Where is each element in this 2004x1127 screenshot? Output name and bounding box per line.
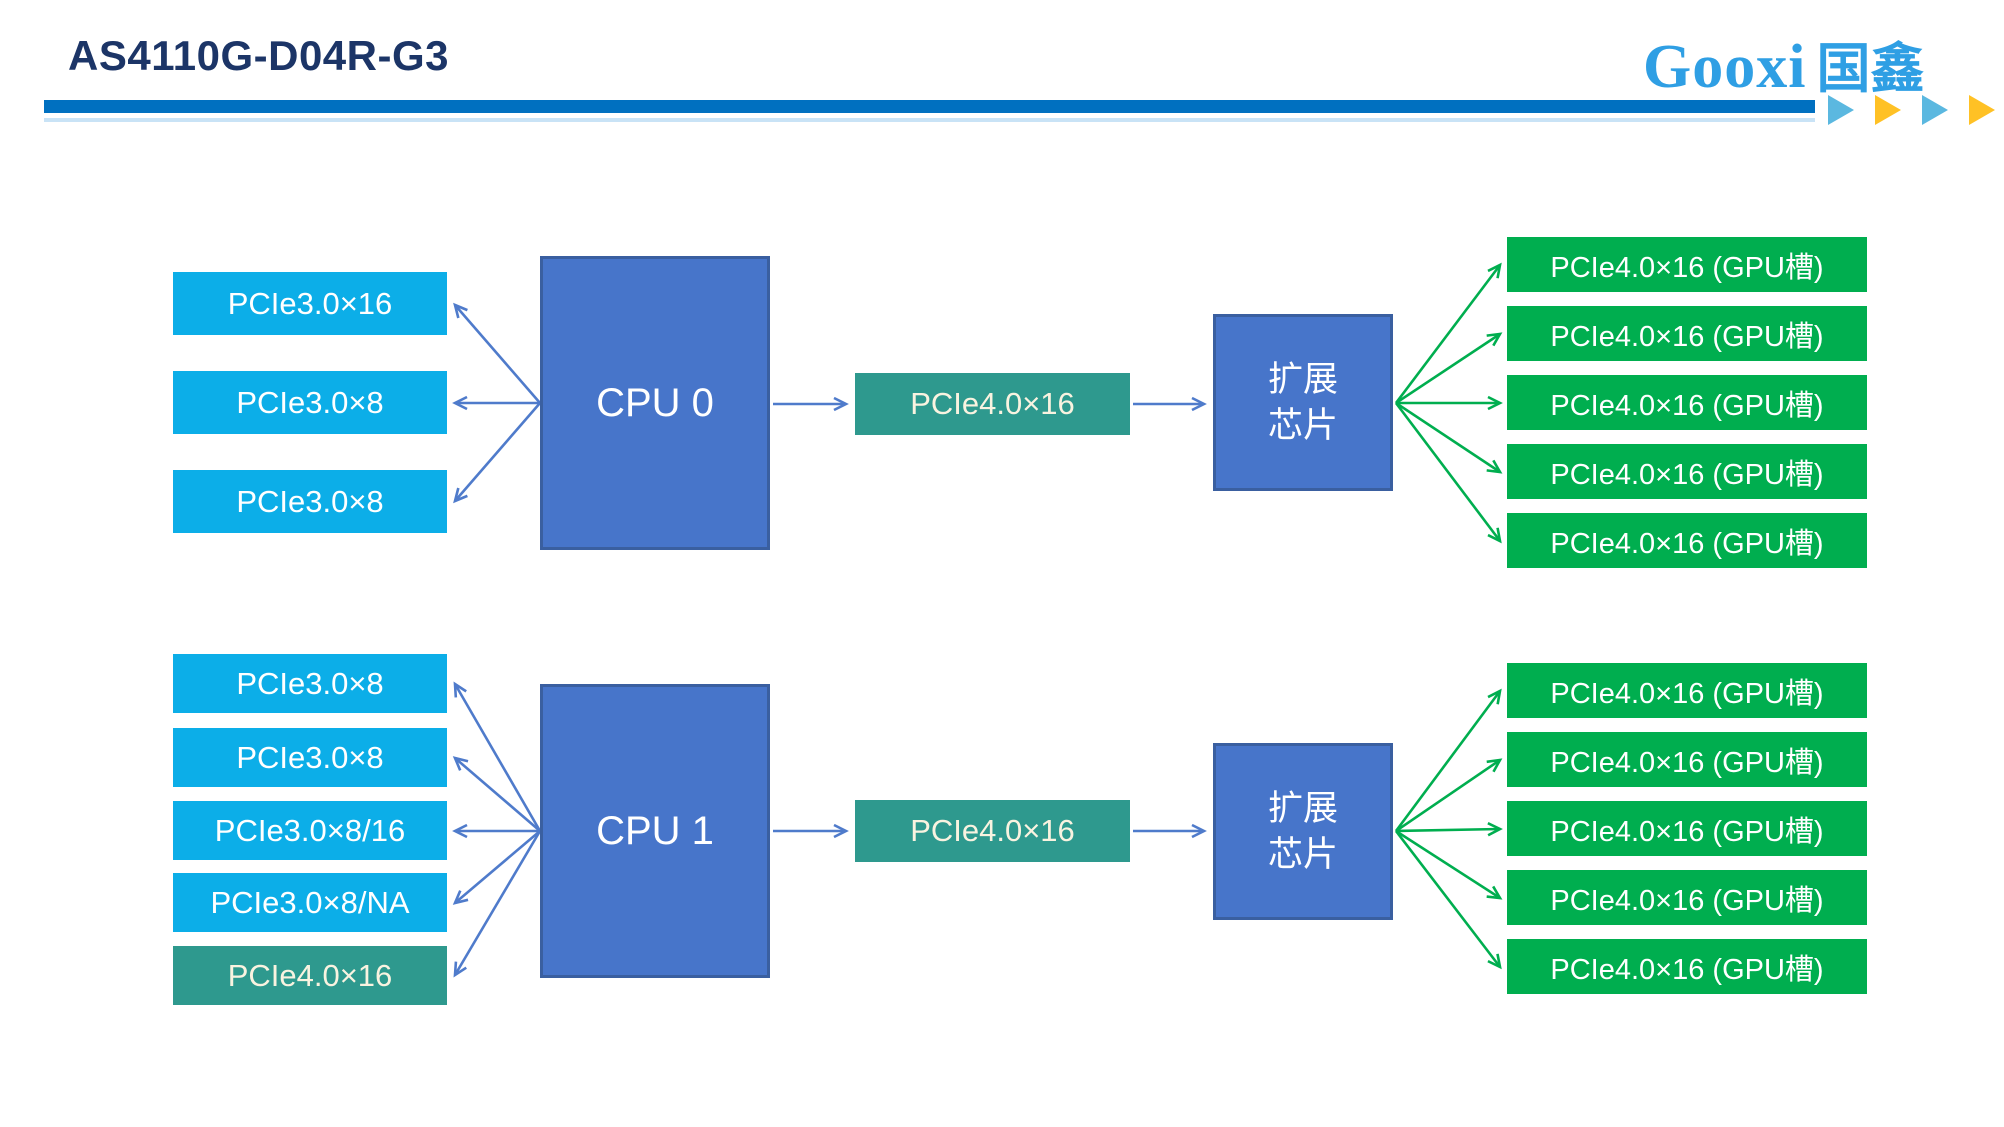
cpu0-box: CPU 0 — [540, 256, 770, 550]
divider-underline — [44, 118, 1815, 122]
gpu-slot-cpu1-3: PCIe4.0×16 (GPU槽) — [1507, 801, 1867, 856]
cpu1-left-arrows — [452, 681, 542, 978]
expander-chip-cpu1-line1: 扩展 — [1267, 789, 1338, 828]
logo-text-cn: 国鑫 — [1816, 39, 1925, 99]
gpu-slot-cpu0-3: PCIe4.0×16 (GPU槽) — [1507, 375, 1867, 430]
triangle-right-icon — [1922, 95, 1948, 125]
gpu-slot-cpu1-4: PCIe4.0×16 (GPU槽) — [1507, 870, 1867, 925]
triangle-right-icon — [1828, 95, 1854, 125]
expander-chip-cpu0: 扩展 芯片 — [1213, 314, 1393, 491]
expander1-gpu-arrows — [1394, 688, 1503, 970]
pcie-slot-cpu1-4: PCIe3.0×8/NA — [173, 873, 447, 932]
page-title: AS4110G-D04R-G3 — [68, 32, 450, 79]
logo-text-en: Gooxi — [1643, 33, 1807, 101]
pcie-slot-cpu1-5: PCIe4.0×16 — [173, 946, 447, 1005]
pcie-slot-cpu1-3: PCIe3.0×8/16 — [173, 801, 447, 860]
pcie-slot-cpu1-2: PCIe3.0×8 — [173, 728, 447, 787]
expander-chip-cpu0-line2: 芯片 — [1267, 405, 1338, 445]
gpu-slot-cpu0-2: PCIe4.0×16 (GPU槽) — [1507, 306, 1867, 361]
pcie-slot-cpu0-1: PCIe3.0×16 — [173, 272, 447, 335]
expander-chip-cpu0-line1: 扩展 — [1267, 360, 1338, 399]
pcie-slot-cpu0-3: PCIe3.0×8 — [173, 470, 447, 533]
cpu1-box: CPU 1 — [540, 684, 770, 978]
logo-arrows — [1828, 95, 1995, 125]
gpu-slot-cpu1-5: PCIe4.0×16 (GPU槽) — [1507, 939, 1867, 994]
expander-chip-cpu1: 扩展 芯片 — [1213, 743, 1393, 920]
divider-line — [44, 100, 1815, 113]
gpu-slot-cpu0-1: PCIe4.0×16 (GPU槽) — [1507, 237, 1867, 292]
gpu-slot-cpu1-1: PCIe4.0×16 (GPU槽) — [1507, 663, 1867, 718]
uplink-cpu0: PCIe4.0×16 — [855, 373, 1130, 435]
cpu0-left-arrows — [452, 302, 541, 504]
pcie-slot-cpu1-1: PCIe3.0×8 — [173, 654, 447, 713]
expander0-gpu-arrows — [1394, 262, 1503, 544]
gpu-slot-cpu0-4: PCIe4.0×16 (GPU槽) — [1507, 444, 1867, 499]
uplink-cpu1: PCIe4.0×16 — [855, 800, 1130, 862]
gpu-slot-cpu1-2: PCIe4.0×16 (GPU槽) — [1507, 732, 1867, 787]
gpu-slot-cpu0-5: PCIe4.0×16 (GPU槽) — [1507, 513, 1867, 568]
triangle-right-icon — [1969, 95, 1995, 125]
pcie-slot-cpu0-2: PCIe3.0×8 — [173, 371, 447, 434]
triangle-right-icon — [1875, 95, 1901, 125]
expander-chip-cpu1-line2: 芯片 — [1267, 834, 1338, 874]
